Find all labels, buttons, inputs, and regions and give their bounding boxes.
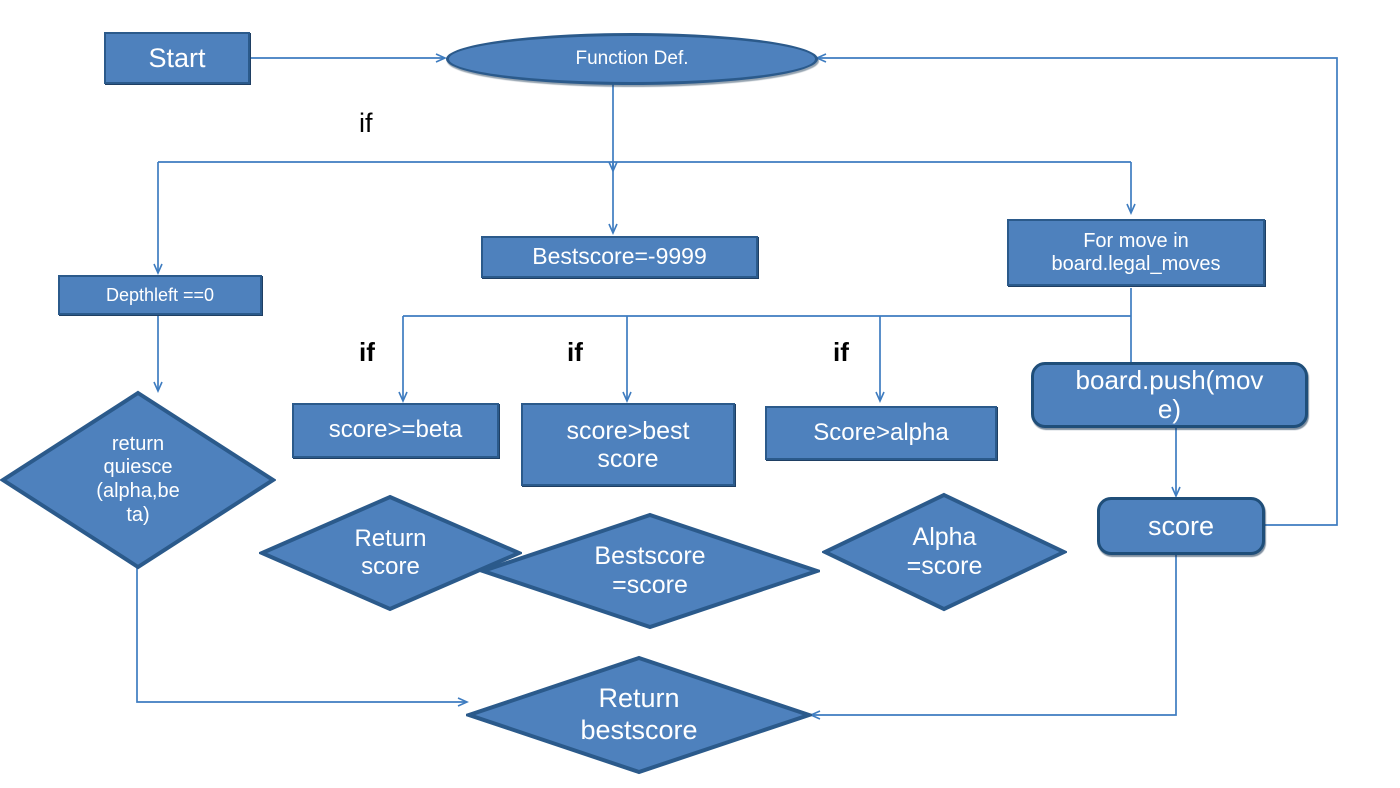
node-alpha-eq-score-label: Alpha =score <box>906 522 983 581</box>
return-bestscore-diamond-shape <box>466 655 812 775</box>
node-alpha-eq-score[interactable]: Alpha =score <box>822 492 1067 612</box>
node-start[interactable]: Start <box>104 32 250 84</box>
node-score-ge-beta[interactable]: score>=beta <box>292 403 499 458</box>
node-bestscore-eq-score-label: Bestscore =score <box>594 541 706 600</box>
node-function-def[interactable]: Function Def. <box>446 33 818 85</box>
node-bestscore-eq-score[interactable]: Bestscore =score <box>480 512 820 630</box>
node-return-bestscore[interactable]: Return bestscore <box>466 655 812 775</box>
quiesce-diamond-shape <box>0 390 276 570</box>
bestscore-eq-diamond-shape <box>480 512 820 630</box>
node-score[interactable]: score <box>1097 497 1265 555</box>
node-bestscore-init[interactable]: Bestscore=-9999 <box>481 236 758 278</box>
edge-label-if-score-gt-best: if <box>567 337 583 367</box>
node-depthleft[interactable]: Depthleft ==0 <box>58 275 262 315</box>
node-return-bestscore-label: Return bestscore <box>580 683 698 745</box>
node-board-push[interactable]: board.push(mov e) <box>1031 362 1308 428</box>
node-score-gt-alpha[interactable]: Score>alpha <box>765 406 997 460</box>
node-score-gt-bestscore[interactable]: score>best score <box>521 403 735 486</box>
node-quiesce[interactable]: return quiesce (alpha,be ta) <box>0 390 276 570</box>
node-for-move[interactable]: For move in board.legal_moves <box>1007 219 1265 286</box>
edge-label-if-score-gt-alpha: if <box>833 337 849 367</box>
edge-label-if-score-ge-beta: if <box>359 337 375 367</box>
edge-label-if-top: if <box>359 108 373 138</box>
node-quiesce-label: return quiesce (alpha,be ta) <box>96 432 180 526</box>
